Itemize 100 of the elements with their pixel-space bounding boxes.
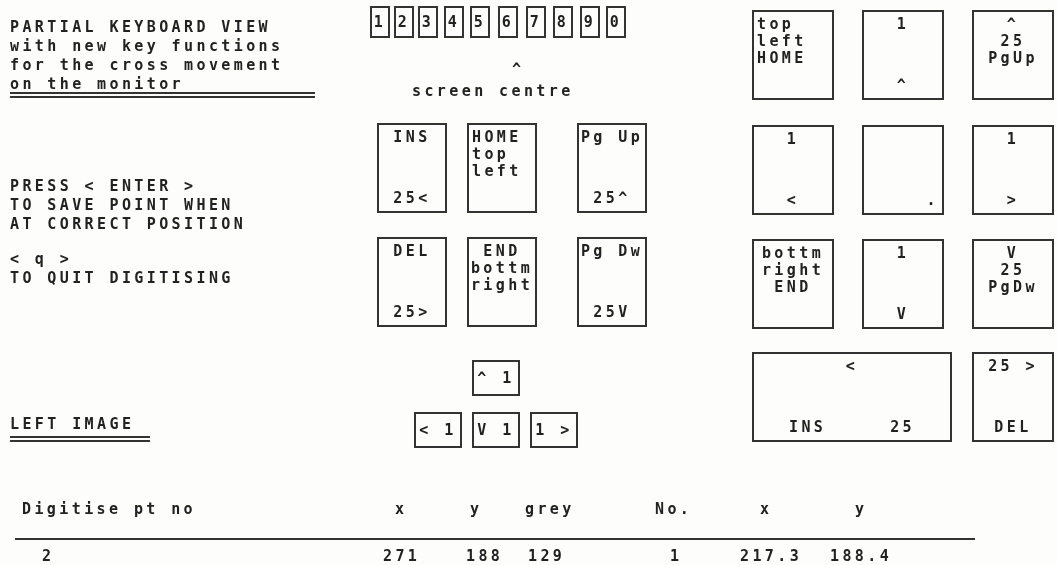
key-label: HOME bbox=[757, 50, 807, 67]
key-label: 9 bbox=[583, 13, 597, 31]
table-cell: 188.4 bbox=[830, 547, 893, 565]
table-header: No. bbox=[655, 500, 693, 519]
keyboard-key bbox=[752, 10, 834, 100]
table-header: Digitise pt no bbox=[22, 500, 197, 519]
table-header: y bbox=[470, 500, 483, 519]
keyboard-key bbox=[580, 6, 600, 38]
key-label: HOME bbox=[472, 129, 522, 146]
key-label: V bbox=[896, 306, 910, 323]
key-label: right bbox=[761, 262, 825, 279]
key-label: 4 bbox=[447, 13, 461, 31]
key-label: V bbox=[1006, 245, 1020, 262]
keyboard-key bbox=[862, 125, 944, 215]
key-label: left bbox=[757, 33, 807, 50]
key-label: 3 bbox=[421, 13, 435, 31]
key-label: INS bbox=[788, 419, 827, 436]
keyboard-key bbox=[467, 237, 537, 327]
table-header: x bbox=[395, 500, 408, 519]
key-label: < bbox=[845, 358, 859, 375]
key-label: 1 > bbox=[535, 421, 573, 439]
key-label: > bbox=[1006, 192, 1020, 209]
key-label: ^ bbox=[896, 77, 910, 94]
keyboard-key bbox=[472, 360, 520, 396]
keyboard-key bbox=[606, 6, 626, 38]
key-label: top bbox=[472, 146, 510, 163]
key-label: 1 bbox=[1006, 131, 1020, 148]
key-label: bottm bbox=[470, 260, 534, 277]
keyboard-key bbox=[972, 125, 1054, 215]
instruction-text: < q > bbox=[10, 250, 73, 269]
key-label: DEL bbox=[393, 243, 431, 260]
key-label: < bbox=[786, 192, 800, 209]
key-label: bottm bbox=[761, 245, 825, 262]
keyboard-key bbox=[526, 6, 546, 38]
table-header: grey bbox=[525, 500, 575, 519]
table-cell: 2 bbox=[42, 547, 55, 565]
keyboard-key bbox=[553, 6, 573, 38]
table-cell: 217.3 bbox=[740, 547, 803, 565]
table-header: x bbox=[760, 500, 773, 519]
keyboard-key bbox=[530, 412, 578, 448]
key-label: 5 bbox=[473, 13, 487, 31]
section-heading: LEFT IMAGE bbox=[10, 415, 135, 434]
key-label: 1 bbox=[896, 245, 910, 262]
keyboard-key bbox=[862, 10, 944, 100]
keyboard-key bbox=[470, 6, 490, 38]
keyboard-key bbox=[752, 125, 834, 215]
key-label: 25> bbox=[393, 304, 431, 321]
keyboard-key bbox=[418, 6, 438, 38]
table-cell: 271 bbox=[383, 547, 421, 565]
keyboard-key bbox=[377, 237, 447, 327]
key-label: PgUp bbox=[988, 50, 1038, 67]
table-cell: 1 bbox=[670, 547, 683, 565]
keyboard-key bbox=[370, 6, 390, 38]
instruction-text: TO SAVE POINT WHEN bbox=[10, 196, 234, 215]
key-label: DEL bbox=[994, 419, 1032, 436]
keyboard-key bbox=[972, 239, 1054, 329]
key-label: 1 bbox=[786, 131, 800, 148]
table-cell: 188 bbox=[466, 547, 504, 565]
key-label: 25< bbox=[393, 190, 431, 207]
key-label: V 1 bbox=[477, 421, 515, 439]
key-label: top bbox=[757, 16, 795, 33]
key-label: < 1 bbox=[419, 421, 457, 439]
key-label: left bbox=[472, 163, 522, 180]
key-label: 2 bbox=[397, 13, 411, 31]
keyboard-key bbox=[972, 10, 1054, 100]
keyboard-key bbox=[414, 412, 462, 448]
keyboard-key bbox=[472, 412, 520, 448]
key-label: 8 bbox=[556, 13, 570, 31]
key-label: Pg Up bbox=[580, 129, 644, 146]
title: PARTIAL KEYBOARD VIEW with new key functions for the cross movement on the monitor bbox=[10, 18, 285, 94]
key-label: 6 bbox=[501, 13, 515, 31]
table-cell: 129 bbox=[528, 547, 566, 565]
key-label: ^ bbox=[1006, 16, 1020, 33]
keyboard-key bbox=[444, 6, 464, 38]
key-label: 7 bbox=[529, 13, 543, 31]
key-label: END bbox=[483, 243, 521, 260]
instruction-text: PRESS < ENTER > bbox=[10, 177, 197, 196]
table-header: y bbox=[855, 500, 868, 519]
keyboard-key bbox=[467, 123, 537, 213]
keyboard-key bbox=[972, 352, 1054, 442]
keyboard-key bbox=[752, 239, 834, 329]
key-label: 25 bbox=[890, 419, 916, 436]
caption-text: screen centre bbox=[412, 82, 574, 101]
key-label: PgDw bbox=[988, 279, 1038, 296]
key-label: ^ 1 bbox=[477, 369, 515, 387]
keyboard-key bbox=[394, 6, 414, 38]
instruction-text: AT CORRECT POSITION bbox=[10, 215, 247, 234]
key-label: 25 bbox=[1000, 262, 1026, 279]
key-label: 25^ bbox=[593, 190, 631, 207]
key-label: 25 > bbox=[988, 358, 1038, 375]
keyboard-key bbox=[377, 123, 447, 213]
keyboard-key bbox=[577, 237, 647, 327]
key-label: INS bbox=[393, 129, 431, 146]
key-label: . bbox=[926, 192, 939, 209]
key-label: 1 bbox=[373, 13, 387, 31]
key-label: 0 bbox=[609, 13, 623, 31]
key-label: right bbox=[470, 277, 534, 294]
caret-marker: ^ bbox=[512, 60, 525, 79]
keyboard-key bbox=[498, 6, 518, 38]
key-label: END bbox=[774, 279, 812, 296]
